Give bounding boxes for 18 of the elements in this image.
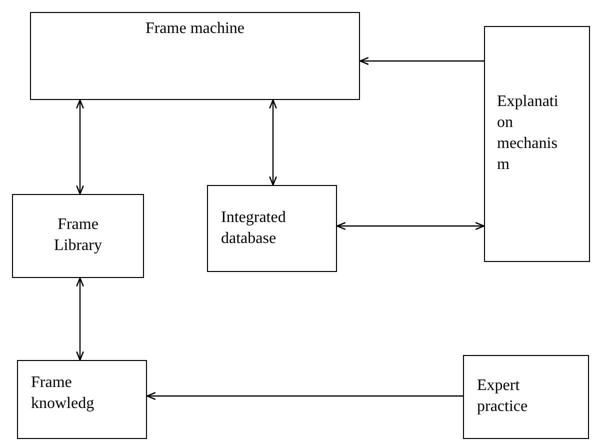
process-box <box>207 185 337 272</box>
box-label: Integrated database <box>221 208 287 248</box>
box-label: Frame Library <box>53 215 103 256</box>
arrow <box>336 222 485 230</box>
box-label: Frame knowledg <box>31 373 96 414</box>
box-label: Explanati on mechanis m <box>497 92 560 175</box>
process-box <box>463 355 589 439</box>
process-box <box>12 194 144 278</box>
arrow <box>146 392 463 400</box>
box-label: Frame machine <box>145 19 245 39</box>
process-box <box>30 12 360 100</box>
arrow <box>76 277 84 361</box>
process-box <box>17 360 147 439</box>
arrow <box>76 99 84 195</box>
process-box <box>484 26 590 262</box>
arrow <box>359 57 484 65</box>
arrow <box>269 99 277 186</box>
box-label: Expert practice <box>477 376 529 417</box>
